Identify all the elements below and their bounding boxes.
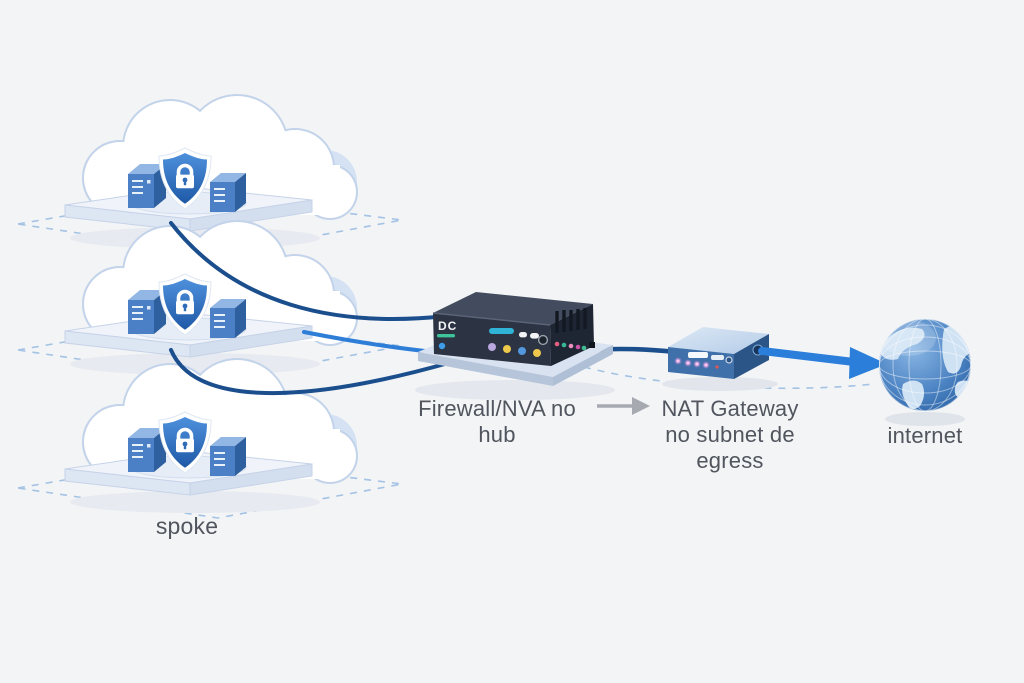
firewall-panel-text: DC bbox=[438, 319, 457, 333]
nat-label-line2: no subnet de bbox=[665, 422, 795, 447]
spoke-label: spoke bbox=[155, 513, 219, 539]
spoke-2 bbox=[16, 220, 404, 382]
firewall-label-line1: Firewall/NVA no bbox=[418, 396, 576, 421]
connection-spoke2-firewall-light bbox=[302, 330, 436, 354]
connection-spoke1-firewall bbox=[169, 221, 448, 321]
globe-icon bbox=[879, 319, 971, 426]
firewall-label: Firewall/NVA no hub bbox=[388, 396, 606, 448]
internet-label: internet bbox=[887, 423, 963, 448]
nat-label-line1: NAT Gateway bbox=[661, 396, 799, 421]
nat-gateway-label: NAT Gateway no subnet de egress bbox=[625, 396, 835, 474]
nat-status-leds bbox=[674, 357, 719, 369]
egress-arrow bbox=[758, 347, 887, 379]
firewall-appliance-icon: DC bbox=[415, 292, 615, 400]
firewall-label-line2: hub bbox=[478, 422, 516, 447]
nat-gateway-appliance-icon bbox=[662, 327, 778, 391]
right-arrow-icon bbox=[597, 397, 650, 415]
nat-label-line3: egress bbox=[696, 448, 764, 473]
connection-spoke2-firewall-dark bbox=[169, 348, 454, 396]
